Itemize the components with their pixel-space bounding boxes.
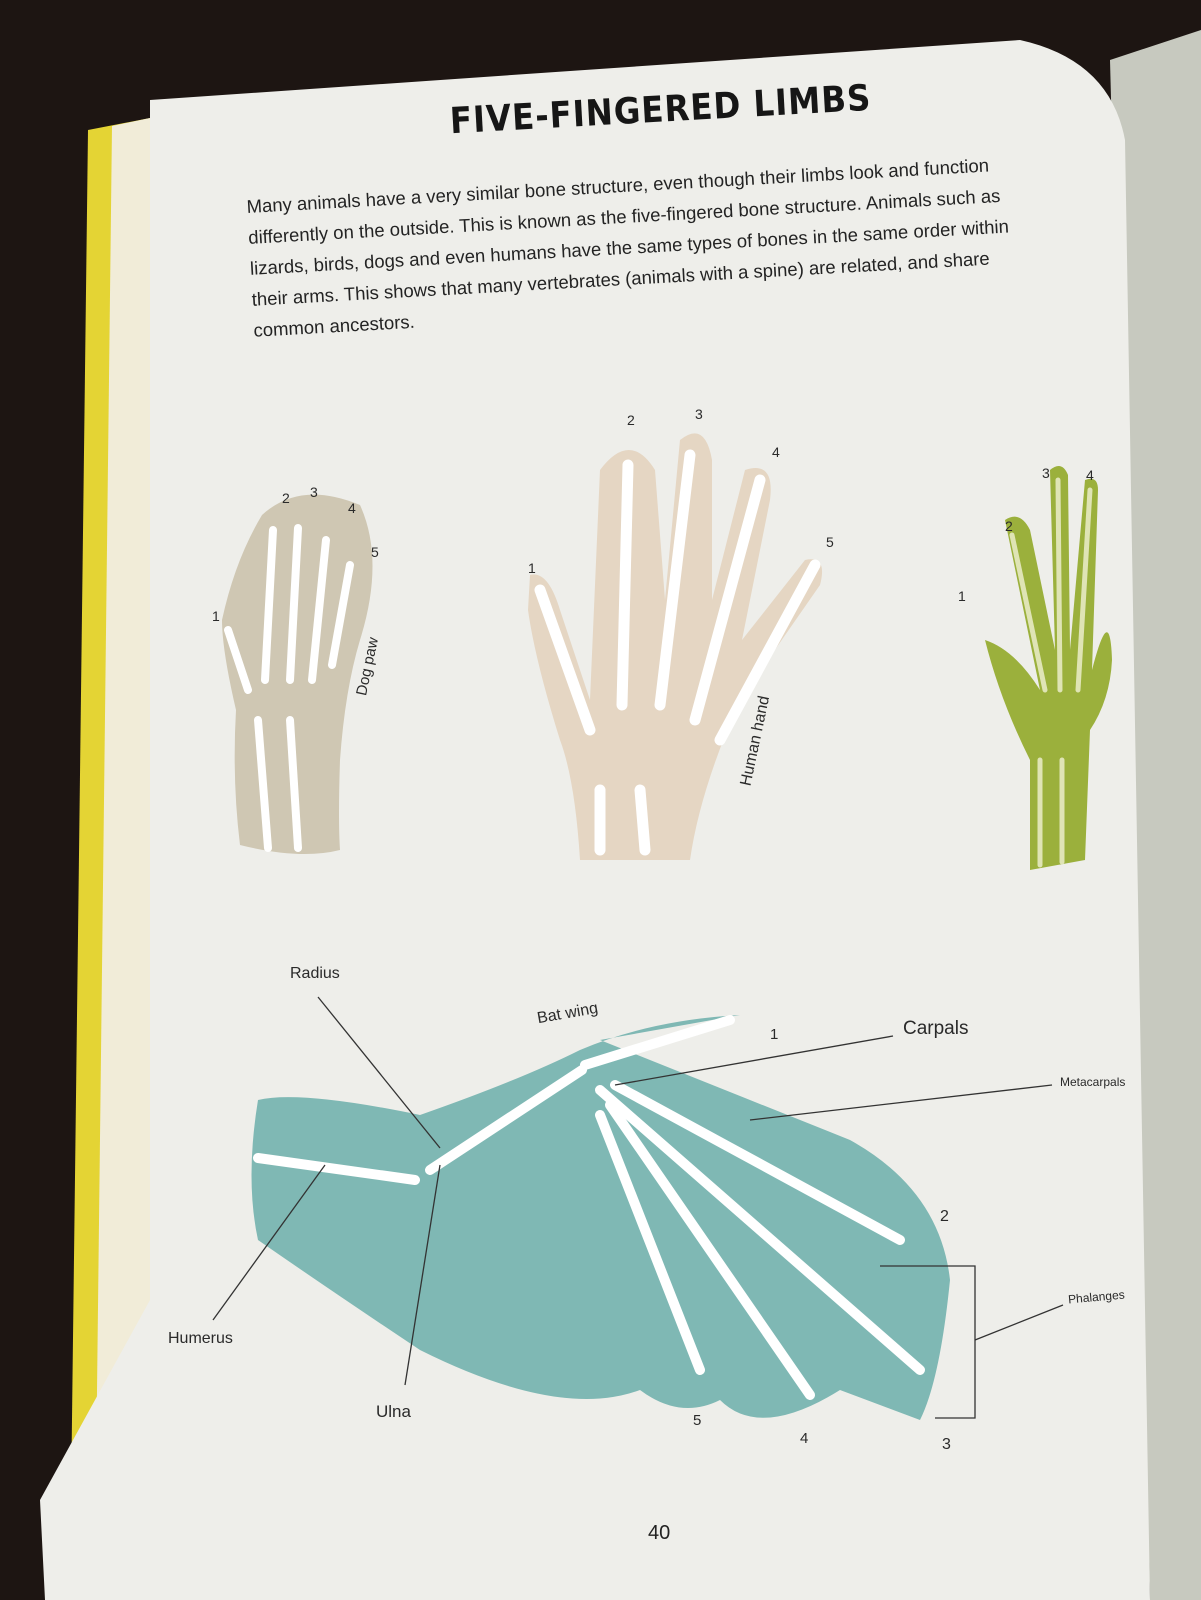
human-digit-5: 5 bbox=[826, 534, 834, 550]
dog-paw-illustration bbox=[222, 494, 373, 854]
bat-digit-5: 5 bbox=[693, 1412, 702, 1429]
right-limb-digit-2: 2 bbox=[1005, 518, 1013, 534]
dog-radius-bone bbox=[254, 716, 272, 852]
bat-wing-illustration bbox=[212, 996, 1064, 1420]
bat-radius-bone bbox=[425, 1065, 587, 1175]
dog-digit-2: 2 bbox=[282, 490, 290, 506]
right-limb-digit-3: 3 bbox=[1042, 465, 1050, 481]
page-stack bbox=[95, 118, 150, 1560]
bat-digit-1: 1 bbox=[770, 1026, 779, 1043]
bat-digit-4: 4 bbox=[800, 1430, 809, 1447]
humerus-label: Humerus bbox=[168, 1330, 233, 1347]
right-limb-digit-1: 1 bbox=[958, 588, 966, 604]
dog-digit-3: 3 bbox=[310, 484, 318, 500]
bat-humerus-bone bbox=[253, 1153, 420, 1185]
carpals-label: Carpals bbox=[903, 1018, 969, 1039]
human-digit-2: 2 bbox=[627, 412, 635, 428]
human-hand-illustration bbox=[528, 433, 823, 860]
human-digit-1: 1 bbox=[528, 560, 536, 576]
radius-label: Radius bbox=[290, 965, 340, 982]
bat-digit-2: 2 bbox=[940, 1208, 949, 1225]
bat-digit-3: 3 bbox=[942, 1436, 951, 1453]
dog-digit-1: 1 bbox=[212, 608, 220, 624]
dog-ulna-bone bbox=[286, 716, 302, 852]
metacarpals-label: Metacarpals bbox=[1060, 1075, 1126, 1089]
human-digit-4: 4 bbox=[772, 444, 780, 460]
human-digit-3: 3 bbox=[695, 406, 703, 422]
right-limb-illustration bbox=[985, 466, 1112, 870]
facing-page bbox=[1110, 30, 1201, 1600]
page-number: 40 bbox=[648, 1522, 671, 1544]
dog-digit-4: 4 bbox=[348, 500, 356, 516]
ulna-label: Ulna bbox=[376, 1402, 411, 1421]
dog-digit-5: 5 bbox=[371, 544, 379, 560]
right-limb-digit-4: 4 bbox=[1086, 467, 1094, 483]
